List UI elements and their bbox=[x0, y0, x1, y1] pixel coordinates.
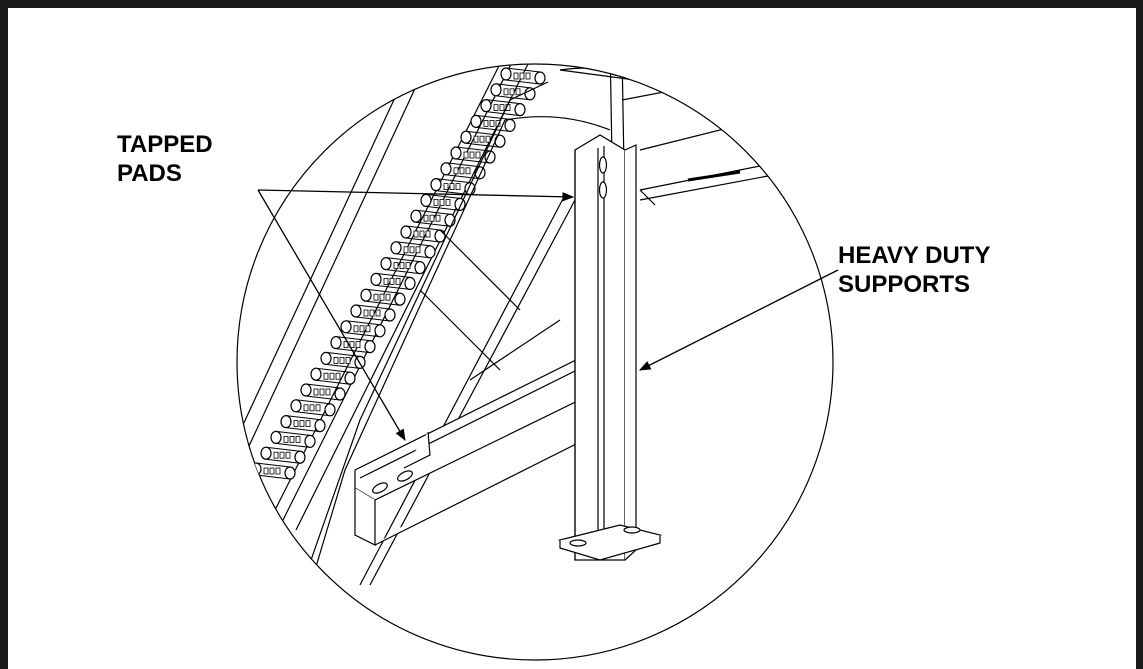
roller bbox=[400, 225, 446, 243]
roller bbox=[420, 193, 466, 211]
roller bbox=[500, 67, 546, 85]
roller bbox=[490, 83, 536, 101]
roller bbox=[270, 430, 316, 448]
roller bbox=[380, 257, 426, 275]
roller bbox=[330, 336, 376, 354]
callout-tapped-pads-line2: PADS bbox=[117, 160, 182, 187]
roller bbox=[370, 272, 416, 290]
leader-tapped-pads-upper bbox=[257, 189, 575, 202]
roller bbox=[300, 383, 346, 401]
roller bbox=[350, 304, 396, 322]
callout-heavy-duty-supports-line1: HEAVY DUTY bbox=[838, 242, 991, 269]
support-column bbox=[557, 134, 663, 561]
leader-heavy-duty-supports bbox=[638, 269, 839, 371]
callout-heavy-duty-supports-line2: SUPPORTS bbox=[838, 271, 971, 298]
callout-tapped-pads: TAPPED PADS bbox=[117, 130, 213, 188]
roller bbox=[450, 146, 496, 164]
roller bbox=[430, 178, 476, 196]
detail-circle bbox=[236, 63, 834, 661]
roller bbox=[260, 446, 306, 464]
callout-heavy-duty-supports: HEAVY DUTY SUPPORTS bbox=[838, 241, 990, 299]
roller bbox=[310, 367, 356, 385]
support-arm bbox=[354, 357, 601, 546]
callout-tapped-pads-line1: TAPPED bbox=[117, 131, 213, 158]
roller bbox=[460, 130, 506, 148]
roller bbox=[480, 98, 526, 117]
roller bbox=[340, 320, 386, 338]
leader-tapped-pads-lower bbox=[257, 189, 406, 442]
roller bbox=[360, 288, 406, 306]
roller bbox=[280, 415, 326, 433]
roller bbox=[290, 399, 336, 417]
leader-lines bbox=[257, 189, 839, 442]
roller bbox=[390, 241, 436, 259]
